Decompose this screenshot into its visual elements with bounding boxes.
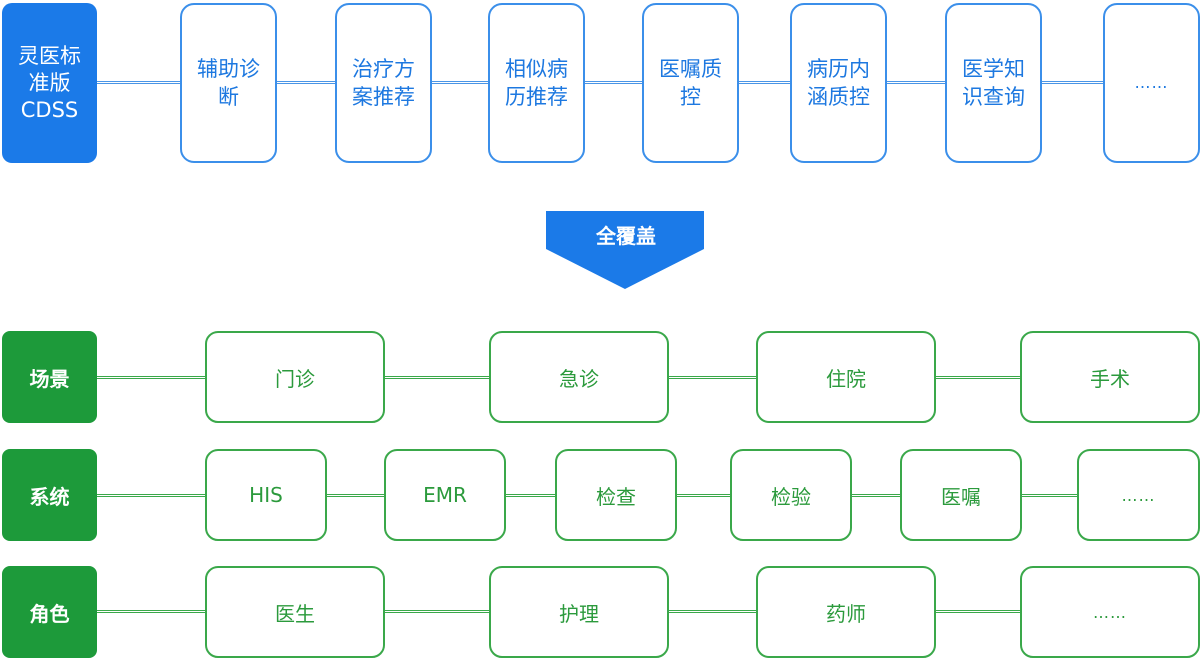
connector (97, 610, 205, 613)
connector (887, 81, 945, 84)
role-item-label: …… (1093, 602, 1127, 622)
system-item-label: 检验 (771, 484, 811, 509)
connector (739, 81, 790, 84)
connector (852, 494, 900, 497)
system-item-label: …… (1121, 485, 1156, 505)
connector (669, 610, 756, 613)
connector (327, 494, 384, 497)
connector (936, 610, 1020, 613)
connector (936, 376, 1020, 379)
role-item: 护理 (489, 566, 669, 658)
role-item-label: 药师 (826, 601, 866, 626)
coverage-label: 全覆盖 (596, 224, 656, 248)
module-box-6: 医学知 识查询 (945, 3, 1042, 163)
cdss-title-box: 灵医标 准版 CDSS (2, 3, 97, 163)
connector (97, 494, 205, 497)
module-label: 治疗方 案推荐 (352, 57, 415, 109)
connector (385, 376, 489, 379)
module-label: 辅助诊 断 (197, 57, 260, 109)
role-item: 药师 (756, 566, 936, 658)
coverage-arrow (546, 211, 704, 289)
connector (1022, 494, 1077, 497)
scene-item-label: 急诊 (559, 366, 599, 391)
row-label-scene: 场景 (2, 331, 97, 423)
connector (97, 376, 205, 379)
connector (1042, 81, 1103, 84)
system-item: 检验 (730, 449, 852, 541)
system-item: EMR (384, 449, 506, 541)
scene-item: 住院 (756, 331, 936, 423)
connector (277, 81, 335, 84)
row-label-text: 系统 (29, 484, 70, 509)
connector (432, 81, 488, 84)
role-item-more: …… (1020, 566, 1200, 658)
module-box-1: 辅助诊 断 (180, 3, 277, 163)
module-box-3: 相似病 历推荐 (488, 3, 585, 163)
role-item: 医生 (205, 566, 385, 658)
scene-item-label: 手术 (1090, 366, 1130, 391)
scene-item: 急诊 (489, 331, 669, 423)
scene-item: 手术 (1020, 331, 1200, 423)
connector (506, 494, 555, 497)
module-label: 医学知 识查询 (962, 57, 1025, 109)
system-item: 检查 (555, 449, 677, 541)
scene-item: 门诊 (205, 331, 385, 423)
connector (385, 610, 489, 613)
module-box-4: 医嘱质 控 (642, 3, 739, 163)
role-item-label: 医生 (275, 601, 315, 626)
row-label-text: 场景 (29, 366, 70, 391)
connector (669, 376, 756, 379)
row-label-role: 角色 (2, 566, 97, 658)
cdss-title: 灵医标 准版 CDSS (18, 43, 81, 122)
connector (97, 81, 180, 84)
connector (585, 81, 642, 84)
connector (677, 494, 730, 497)
module-label: 相似病 历推荐 (505, 57, 568, 109)
module-box-5: 病历内 涵质控 (790, 3, 887, 163)
system-item: HIS (205, 449, 327, 541)
system-item-label: 医嘱 (941, 484, 981, 509)
module-box-more: …… (1103, 3, 1200, 163)
scene-item-label: 住院 (826, 366, 866, 391)
scene-item-label: 门诊 (275, 366, 315, 391)
row-label-text: 角色 (29, 601, 70, 626)
module-label: 医嘱质 控 (659, 57, 722, 109)
module-label: …… (1134, 73, 1169, 92)
system-item-more: …… (1077, 449, 1200, 541)
role-item-label: 护理 (559, 601, 599, 626)
module-box-2: 治疗方 案推荐 (335, 3, 432, 163)
row-label-system: 系统 (2, 449, 97, 541)
module-label: 病历内 涵质控 (807, 57, 870, 109)
system-item: 医嘱 (900, 449, 1022, 541)
system-item-label: 检查 (596, 484, 636, 509)
system-item-label: HIS (249, 483, 283, 507)
system-item-label: EMR (423, 483, 467, 507)
